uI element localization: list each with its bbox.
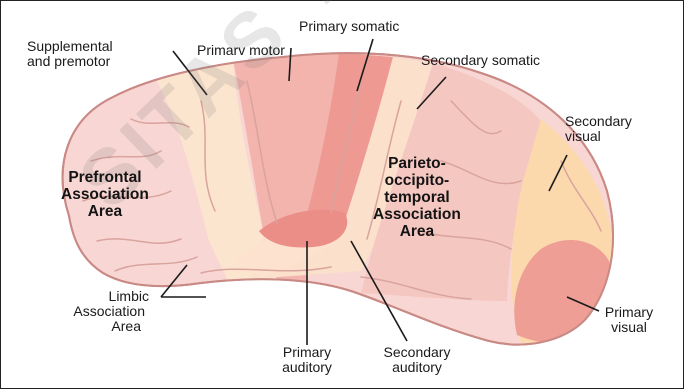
label-supplemental: Supplemental and premotor — [27, 39, 113, 69]
label-primary-auditory: Primary auditory — [265, 345, 349, 375]
label-primary-visual: Primary visual — [597, 305, 661, 335]
label-primary-somatic: Primary somatic — [299, 19, 399, 34]
label-limbic: Limbic Association Area — [29, 289, 157, 334]
label-parieto: Parieto- occipito- temporal Association … — [373, 155, 461, 240]
label-primary-motor: Primarv motor — [197, 43, 285, 58]
label-secondary-auditory: Secondary auditory — [367, 345, 467, 375]
label-prefrontal: Prefrontal Association Area — [61, 169, 149, 220]
label-secondary-somatic: Secondary somatic — [421, 53, 540, 68]
label-secondary-visual: Secondary visual — [565, 114, 632, 144]
